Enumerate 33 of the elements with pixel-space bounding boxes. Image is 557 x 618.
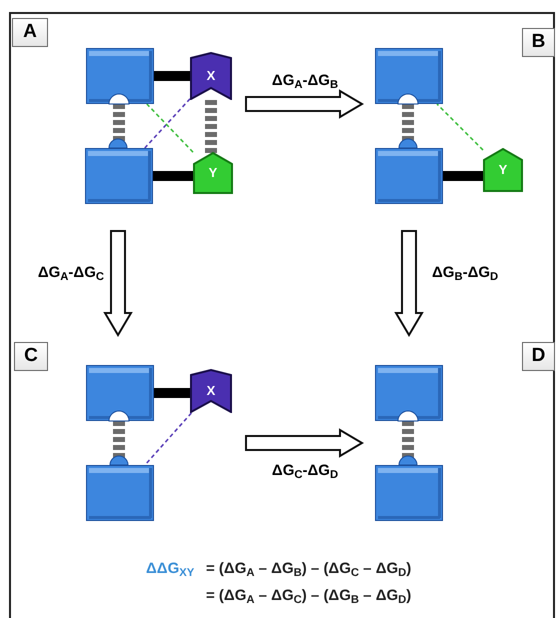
interaction-line xyxy=(436,103,484,151)
protein-block xyxy=(85,148,153,204)
interaction-line xyxy=(144,412,192,466)
protein-block xyxy=(86,48,154,104)
linker-bar xyxy=(154,71,190,81)
protein-block xyxy=(375,465,443,521)
protein-block xyxy=(375,365,443,421)
equation-text: ΔΔG$_{XY}$ xyxy=(146,559,194,580)
equation-text: = (ΔG$_{A}$ – ΔG$_{C}$) – (ΔG$_{B}$ – ΔG$_{D}$) xyxy=(206,586,412,608)
block-arrow xyxy=(245,89,364,119)
protein-block xyxy=(375,48,443,104)
panel-letter-box: B xyxy=(522,28,555,57)
panel-letter-box: A xyxy=(12,18,48,47)
panel-letter-box: C xyxy=(14,342,48,371)
edge-label: ΔG$_{A}$-ΔG$_{C}$ xyxy=(36,263,104,284)
residue-label: X xyxy=(206,67,216,86)
linker-bar xyxy=(153,171,193,181)
residue-label: X xyxy=(206,382,216,400)
block-arrow xyxy=(103,230,133,337)
edge-label: ΔG$_{A}$-ΔG$_{B}$ xyxy=(270,71,340,92)
edge-label: ΔG$_{C}$-ΔG$_{D}$ xyxy=(270,461,340,482)
protein-block xyxy=(86,465,154,521)
protein-block xyxy=(375,148,443,204)
linker-bar xyxy=(443,171,483,181)
residue-label: Y xyxy=(208,164,218,182)
residue-label: Y xyxy=(498,161,508,180)
block-arrow xyxy=(394,230,424,337)
panel-letter-box: D xyxy=(522,342,555,371)
edge-label: ΔG$_{B}$-ΔG$_{D}$ xyxy=(432,263,500,284)
protein-block xyxy=(86,365,154,421)
equation-text: = (ΔG$_{A}$ – ΔG$_{B}$) – (ΔG$_{C}$ – ΔG$_{D}$) xyxy=(206,559,412,580)
linker-bar xyxy=(154,388,190,398)
block-arrow xyxy=(245,428,364,458)
